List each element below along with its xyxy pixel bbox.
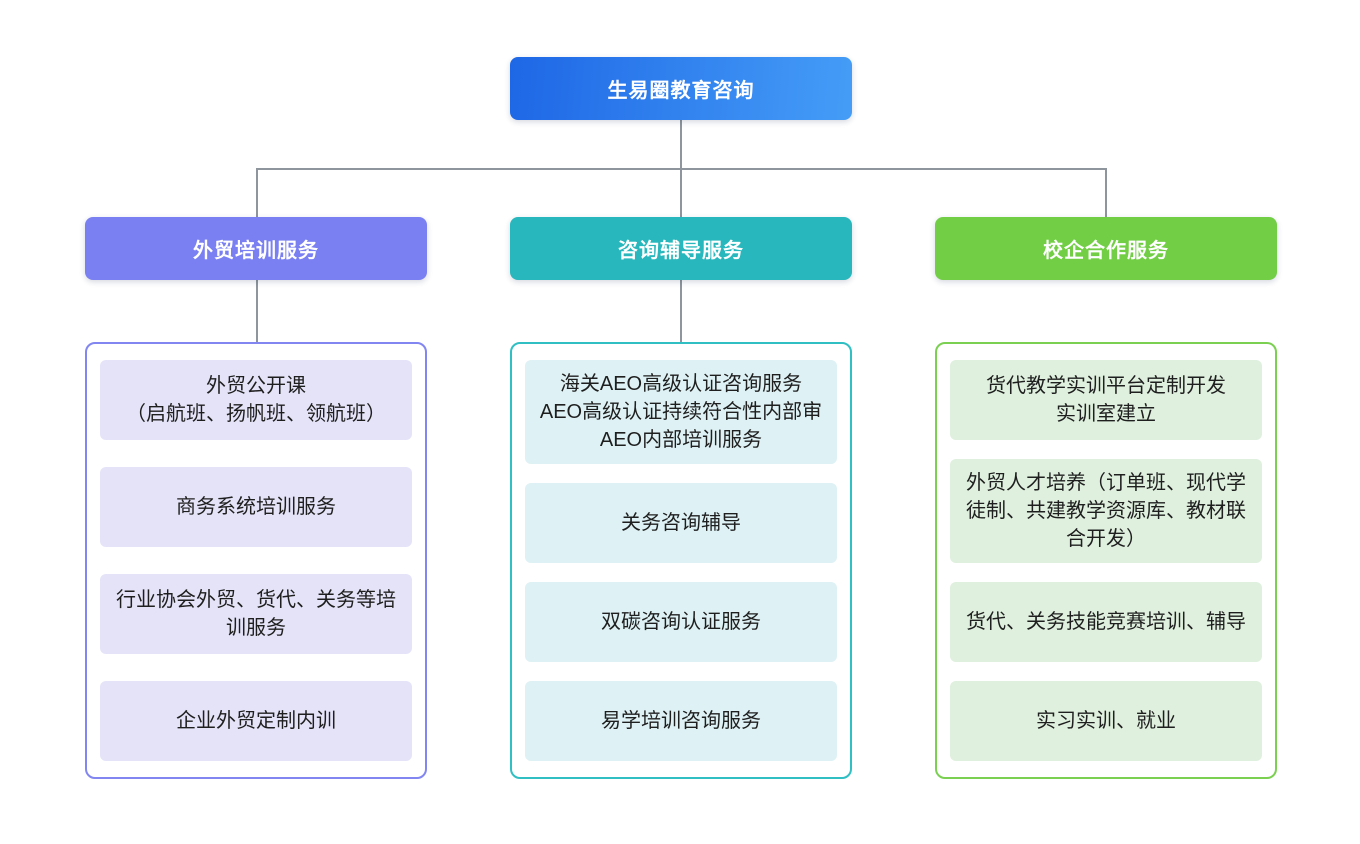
service-item[interactable]: 易学培训咨询服务 <box>525 681 837 761</box>
service-item[interactable]: 实习实训、就业 <box>950 681 1262 761</box>
connector-header-to-group-1 <box>256 280 258 342</box>
branch-header-school-enterprise[interactable]: 校企合作服务 <box>935 217 1277 280</box>
service-item[interactable]: 双碳咨询认证服务 <box>525 582 837 662</box>
root-node[interactable]: 生易圈教育咨询 <box>510 57 852 120</box>
service-item[interactable]: 货代教学实训平台定制开发 实训室建立 <box>950 360 1262 440</box>
connector-drop-branch-3 <box>1105 168 1107 217</box>
branch-header-label: 咨询辅导服务 <box>618 240 744 262</box>
branch-group-foreign-trade-training: 外贸公开课 （启航班、扬帆班、领航班） 商务系统培训服务 行业协会外贸、货代、关… <box>85 342 427 779</box>
connector-header-to-group-2 <box>680 280 682 342</box>
connector-drop-branch-1 <box>256 168 258 217</box>
service-item[interactable]: 外贸公开课 （启航班、扬帆班、领航班） <box>100 360 412 440</box>
service-item[interactable]: 商务系统培训服务 <box>100 467 412 547</box>
branch-header-label: 外贸培训服务 <box>193 240 319 262</box>
service-item[interactable]: 企业外贸定制内训 <box>100 681 412 761</box>
branch-group-consulting-coaching: 海关AEO高级认证咨询服务 AEO高级认证持续符合性内部审 AEO内部培训服务 … <box>510 342 852 779</box>
service-item[interactable]: 行业协会外贸、货代、关务等培训服务 <box>100 574 412 654</box>
service-item[interactable]: 外贸人才培养（订单班、现代学徒制、共建教学资源库、教材联合开发） <box>950 459 1262 563</box>
connector-drop-branch-2 <box>680 168 682 217</box>
service-item[interactable]: 货代、关务技能竞赛培训、辅导 <box>950 582 1262 662</box>
branch-header-consulting-coaching[interactable]: 咨询辅导服务 <box>510 217 852 280</box>
connector-root-stem <box>680 120 682 168</box>
branch-header-label: 校企合作服务 <box>1043 240 1169 262</box>
service-item[interactable]: 海关AEO高级认证咨询服务 AEO高级认证持续符合性内部审 AEO内部培训服务 <box>525 360 837 464</box>
root-node-label: 生易圈教育咨询 <box>607 80 755 102</box>
service-item[interactable]: 关务咨询辅导 <box>525 483 837 563</box>
branch-header-foreign-trade-training[interactable]: 外贸培训服务 <box>85 217 427 280</box>
branch-group-school-enterprise: 货代教学实训平台定制开发 实训室建立 外贸人才培养（订单班、现代学徒制、共建教学… <box>935 342 1277 779</box>
